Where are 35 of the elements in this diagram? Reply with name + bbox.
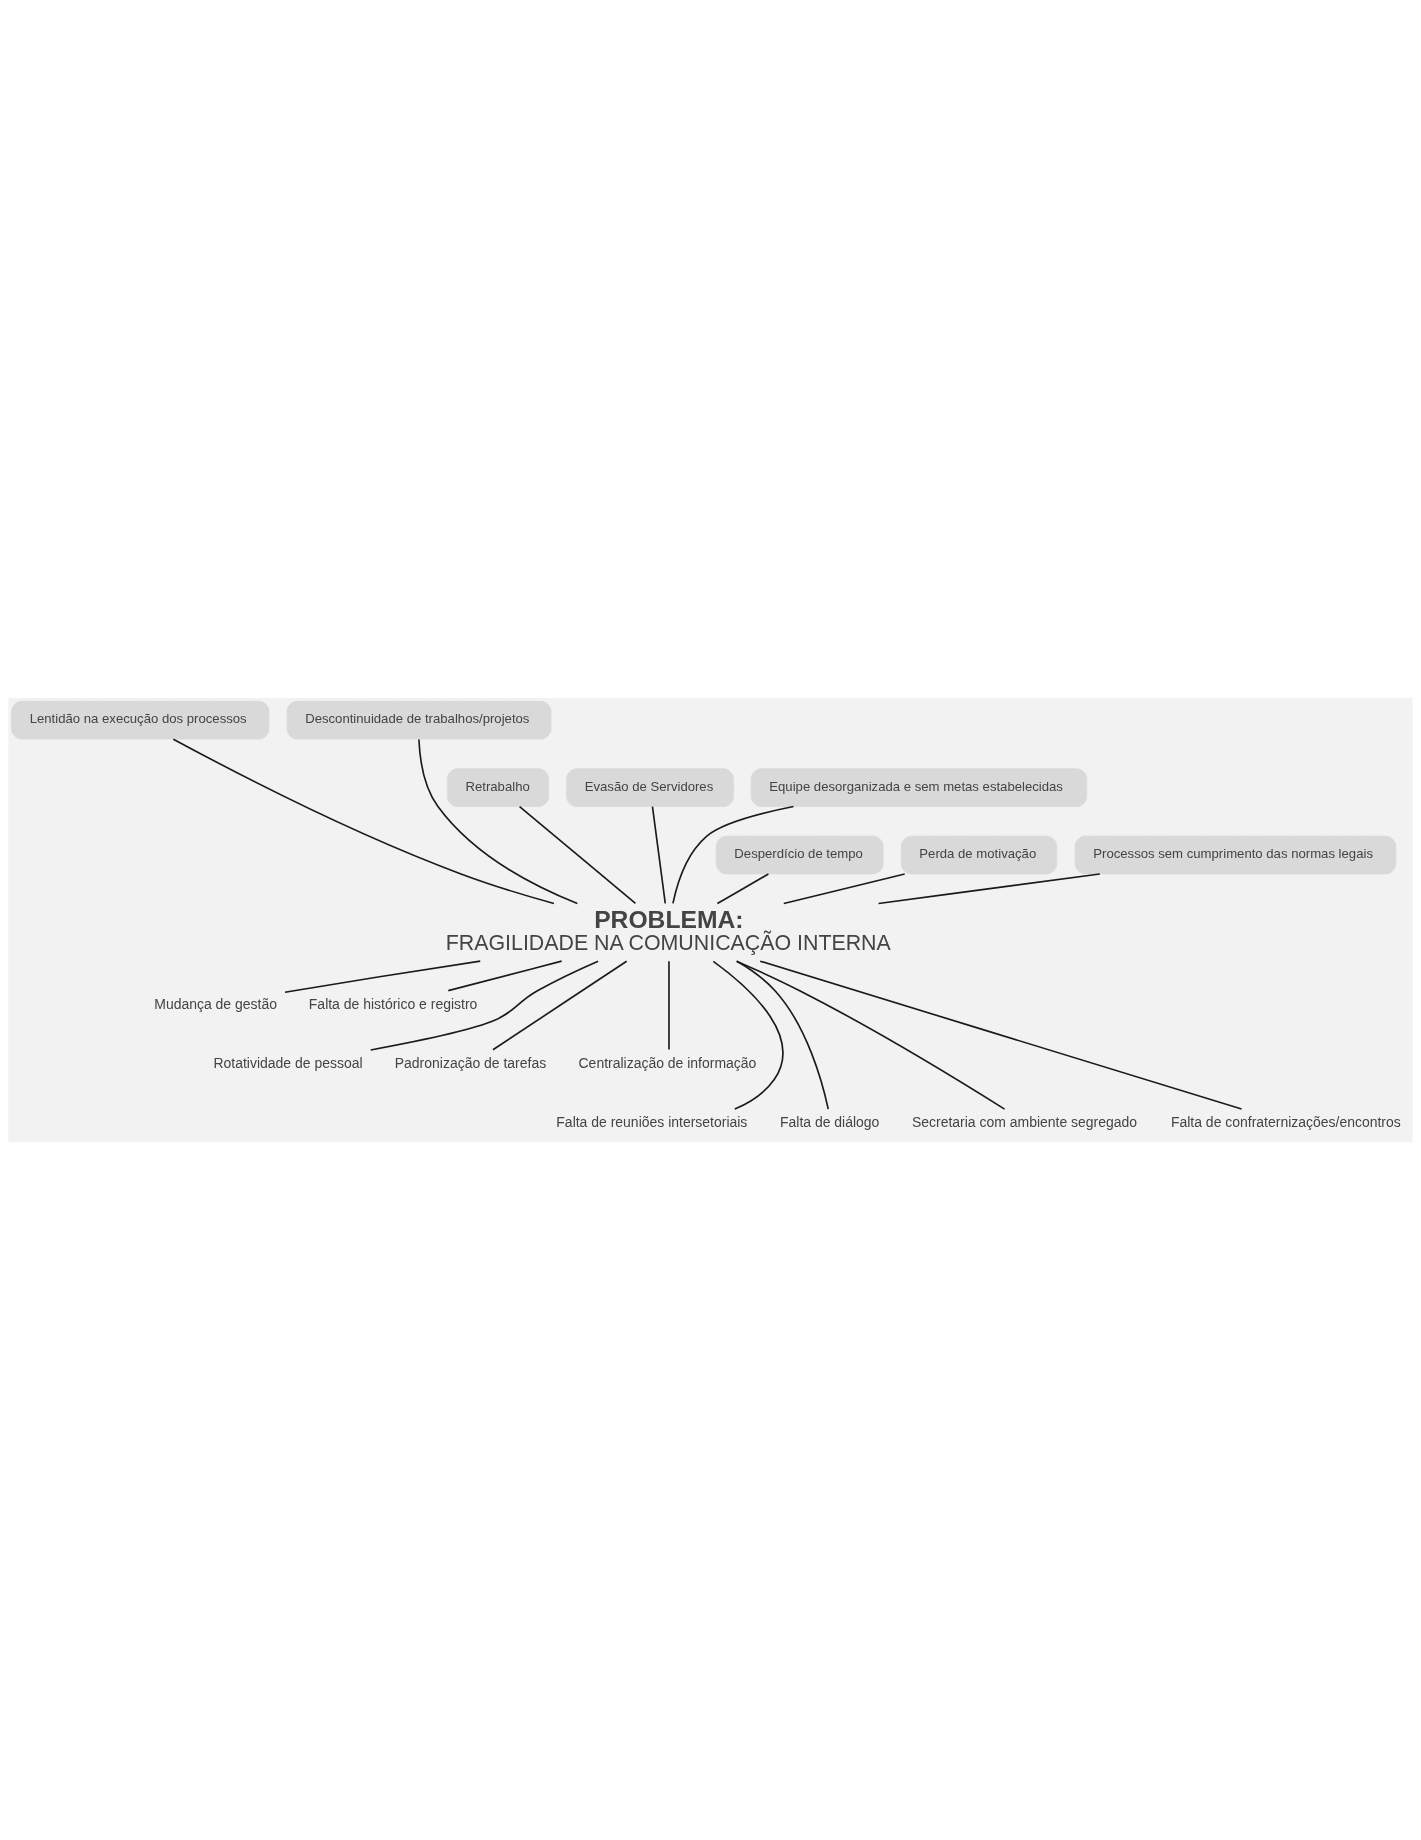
connector [651,805,667,905]
node-box: Descontinuidade de trabalhos/projetos [286,700,552,740]
connector [172,738,555,905]
node-text: Mudança de gestão [154,995,277,1012]
node-text: Falta de histórico e registro [308,995,478,1012]
connector [284,960,482,994]
connector [492,960,628,1051]
connector [736,960,830,1110]
connector [518,805,637,905]
node-text: Falta de diálogo [779,1114,880,1131]
node-box: Perda de motivação [900,835,1058,875]
node-box: Lentidão na execução dos processos [11,700,270,740]
node-box: Desperdício de tempo [715,835,884,875]
node-box: Processos sem cumprimento das normas legais [1074,835,1397,875]
connector [369,960,599,1051]
connector [716,873,770,905]
connector [672,805,795,905]
node-text: Falta de confraternizações/encontros [1170,1114,1401,1131]
connector [668,960,670,1051]
node-box: Equipe desorganizada e sem metas estabelecidas [750,768,1088,807]
connector [782,873,906,905]
connector [712,960,784,1110]
node-text: PROBLEMA: FRAGILIDADE NA COMUNICAÇÃO INTERNA [445,906,891,956]
connector [735,960,1006,1110]
node-text: Rotatividade de pessoal [213,1055,363,1072]
connector [759,960,1243,1110]
node-text: Falta de reuniões intersetoriais [556,1114,748,1131]
node-box: Retrabalho [446,768,549,807]
node-text: Padronização de tarefas [394,1055,547,1072]
node-box: Evasão de Servidores [566,768,734,807]
connector [418,738,579,905]
node-text: Centralização de informação [578,1055,757,1072]
connector [447,960,563,992]
node-text: Secretaria com ambiente segregado [911,1114,1138,1131]
connector [877,873,1101,905]
